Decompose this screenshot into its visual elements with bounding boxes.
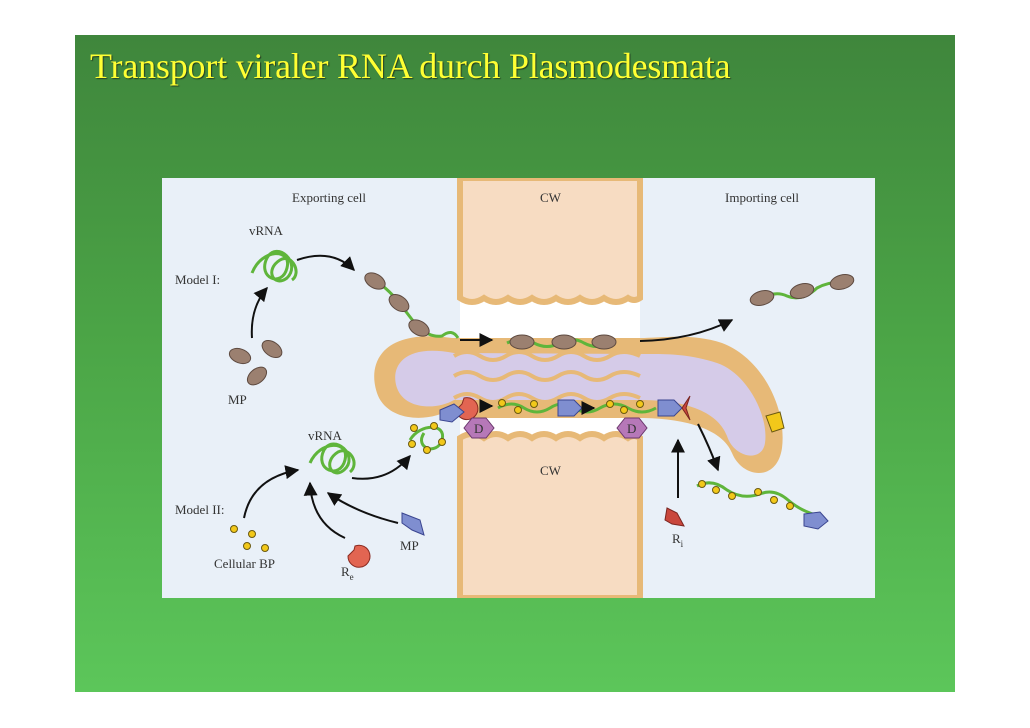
mp-proteins-model1 <box>228 339 283 386</box>
vrna-coil-model2 <box>308 442 356 475</box>
vrna-coil-model1 <box>250 250 298 283</box>
mp-in-channel-mid <box>557 399 583 417</box>
arrow-mp-to-vrna <box>250 286 268 339</box>
receptor-ri-shape <box>664 507 685 527</box>
arrow-vrna-to-complex <box>296 254 355 271</box>
cellular-bp-dots <box>230 525 269 552</box>
cell-wall-bottom <box>457 431 643 598</box>
vrna-mp-complex-model1 <box>364 272 460 339</box>
label-cw-top: CW <box>540 190 562 205</box>
cell-wall-top <box>457 178 643 305</box>
label-cw-bottom: CW <box>540 463 562 478</box>
channel-mid-groove <box>452 370 641 382</box>
label-model-2: Model II: <box>175 502 224 517</box>
mp-in-channel-left <box>439 403 465 423</box>
arrow-out-of-channel <box>639 319 734 342</box>
d-protein-right <box>616 417 648 439</box>
mp-in-channel-right <box>657 399 683 417</box>
label-importing-cell: Importing cell <box>725 190 799 205</box>
arrow-mp2-to-vrna <box>326 492 399 524</box>
label-r-i: Ri <box>672 531 684 549</box>
rna-complex-importing-cell <box>696 480 829 530</box>
label-d-left: D <box>474 421 483 436</box>
receptor-re-shape <box>347 544 371 568</box>
label-mp-model1: MP <box>228 392 247 407</box>
plasmodesmata-diagram: Exporting cell CW Importing cell vRNA Mo… <box>162 178 875 598</box>
complex-importing-cell <box>749 274 855 306</box>
label-cellular-bp: Cellular BP <box>214 556 275 571</box>
arrow-re-to-vrna <box>303 481 346 539</box>
desmotubule <box>395 350 766 456</box>
mp-model2-shape <box>401 512 425 536</box>
d-protein-left <box>463 417 495 439</box>
channel-top-groove <box>452 350 641 362</box>
label-exporting-cell: Exporting cell <box>292 190 366 205</box>
complex-in-channel <box>506 334 617 350</box>
receptor-ri-in-channel <box>681 395 691 421</box>
label-model-1: Model I: <box>175 272 220 287</box>
membrane-receptor-yellow <box>765 411 785 433</box>
label-d-right: D <box>627 421 636 436</box>
label-r-e: Re <box>341 564 354 582</box>
label-vrna-model1: vRNA <box>249 223 284 238</box>
arrow-to-importing-cell <box>697 423 721 472</box>
slide-title: Transport viraler RNA durch Plasmodesmat… <box>90 46 731 86</box>
arrow-vrna2-to-complex <box>351 454 411 480</box>
label-mp-model2: MP <box>400 538 419 553</box>
vrna-complex-model2 <box>408 422 446 454</box>
arrow-bp-to-vrna <box>243 465 300 519</box>
label-vrna-model2: vRNA <box>308 428 343 443</box>
